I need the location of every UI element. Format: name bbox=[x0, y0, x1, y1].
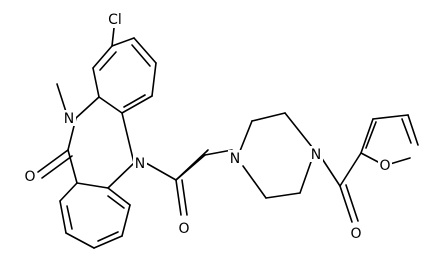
atom-label-piperazine-n1: N bbox=[228, 150, 242, 167]
diazepine-ring bbox=[67, 96, 135, 189]
chlorine-label: Cl bbox=[108, 12, 122, 28]
n-methyl-label: N bbox=[64, 111, 74, 127]
atom-label-n-bridge: N bbox=[133, 155, 147, 172]
atom-label-n-methyl: N bbox=[62, 110, 76, 127]
lower-benzene-ring bbox=[59, 182, 131, 249]
piperazine-n4-label: N bbox=[311, 147, 321, 163]
chlorobenzene-ring bbox=[92, 37, 157, 114]
atom-label-carbonyl-oxygen: O bbox=[349, 225, 363, 242]
atom-label-amide-oxygen: O bbox=[177, 220, 191, 237]
atom-label-piperazine-n4: N bbox=[309, 146, 323, 163]
carbonyl-oxygen-label: O bbox=[350, 226, 361, 242]
furan-oxygen-label: O bbox=[379, 158, 390, 174]
amide-oxygen-label: O bbox=[178, 221, 189, 237]
lactam-carbonyl bbox=[37, 149, 73, 179]
c-cl-bond bbox=[111, 27, 115, 47]
furoyl-carbonyl bbox=[320, 152, 362, 223]
atom-label-chlorine: Cl bbox=[103, 10, 127, 28]
n-bridge-label: N bbox=[135, 156, 145, 172]
atom-label-lactam-oxygen: O bbox=[23, 168, 37, 185]
ch2-n-bond bbox=[175, 154, 206, 181]
lactam-oxygen-label: O bbox=[24, 169, 35, 185]
piperazine-n1-label: N bbox=[230, 151, 240, 167]
furan-ring bbox=[360, 114, 419, 165]
piperazine-ring bbox=[239, 112, 313, 199]
acetyl-linker bbox=[145, 149, 209, 216]
ch2-n-bond-2 bbox=[204, 149, 233, 156]
atom-label-furan-oxygen: O bbox=[378, 157, 392, 174]
